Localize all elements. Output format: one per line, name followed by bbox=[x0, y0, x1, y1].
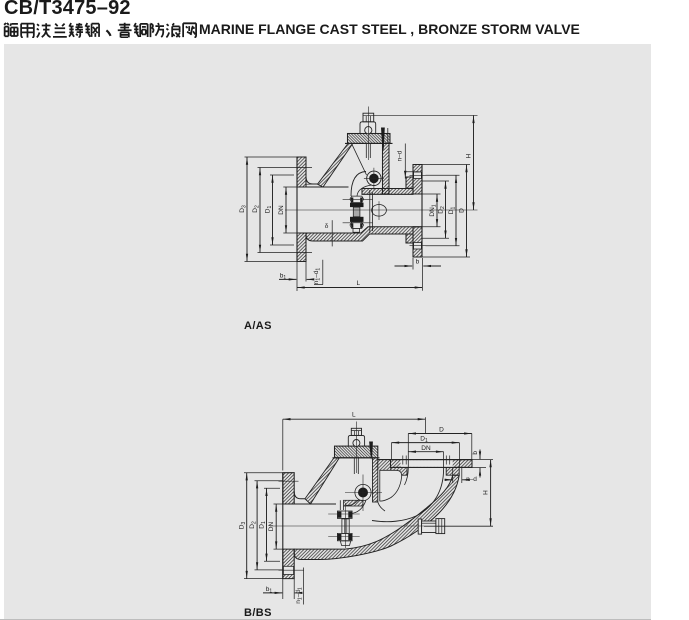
svg-text:L: L bbox=[352, 412, 356, 419]
svg-text:δ: δ bbox=[325, 223, 329, 230]
svg-text:D2: D2 bbox=[252, 205, 261, 213]
svg-text:D: D bbox=[459, 208, 466, 213]
svg-text:H: H bbox=[466, 153, 473, 158]
svg-text:DN: DN bbox=[278, 205, 285, 215]
svg-text:b: b bbox=[416, 259, 420, 266]
svg-text:b: b bbox=[472, 451, 479, 455]
svg-text:n–d: n–d bbox=[466, 476, 477, 483]
svg-text:D1: D1 bbox=[448, 207, 457, 215]
svg-text:D2: D2 bbox=[249, 521, 258, 529]
svg-text:D3: D3 bbox=[239, 205, 248, 213]
svg-text:b1: b1 bbox=[266, 586, 273, 595]
svg-text:L: L bbox=[357, 280, 361, 287]
svg-text:n–d: n–d bbox=[397, 150, 404, 161]
svg-text:n1–d1: n1–d1 bbox=[295, 587, 304, 604]
svg-text:D: D bbox=[439, 427, 444, 434]
svg-text:D2: D2 bbox=[438, 206, 447, 214]
svg-text:H: H bbox=[482, 490, 489, 495]
svg-text:D3: D3 bbox=[239, 522, 248, 530]
svg-text:b1: b1 bbox=[280, 273, 287, 282]
svg-text:DN: DN bbox=[421, 445, 431, 452]
svg-text:D1: D1 bbox=[265, 206, 274, 214]
svg-text:D1: D1 bbox=[420, 436, 428, 445]
svg-text:D1: D1 bbox=[259, 521, 268, 529]
svg-text:DN1: DN1 bbox=[429, 204, 438, 216]
svg-text:n1–d1: n1–d1 bbox=[313, 268, 322, 285]
svg-text:DN: DN bbox=[268, 522, 275, 532]
